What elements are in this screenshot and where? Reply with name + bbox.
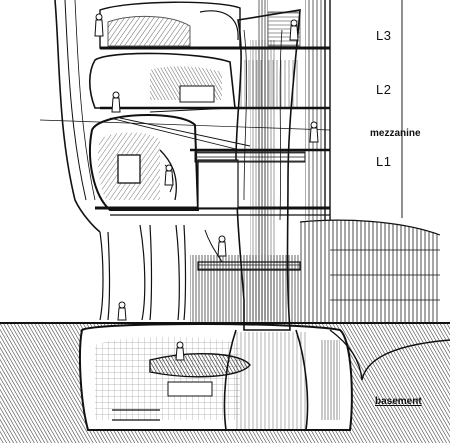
stair-lines: [39, 107, 331, 151]
figure: [164, 164, 174, 186]
level-label-l3: L3: [376, 28, 392, 43]
scale-figures: [94, 13, 319, 361]
level-label-basement: basement: [375, 396, 422, 407]
figure: [289, 19, 299, 41]
figure: [117, 301, 127, 321]
basement-interior: [88, 336, 350, 431]
upper-room-l3: [99, 1, 301, 49]
tree-column: [223, 9, 309, 431]
pod-room-l1: [89, 113, 306, 211]
neighbor-building: [190, 219, 441, 323]
figure: [94, 13, 104, 37]
figure: [111, 91, 121, 113]
figure: [309, 121, 319, 143]
figure: [217, 235, 227, 257]
level-label-l1: L1: [376, 154, 392, 169]
level-label-mezzanine: mezzanine: [370, 128, 421, 139]
support-columns: [99, 224, 223, 321]
level-label-l2: L2: [376, 82, 392, 97]
figure: [175, 341, 185, 361]
